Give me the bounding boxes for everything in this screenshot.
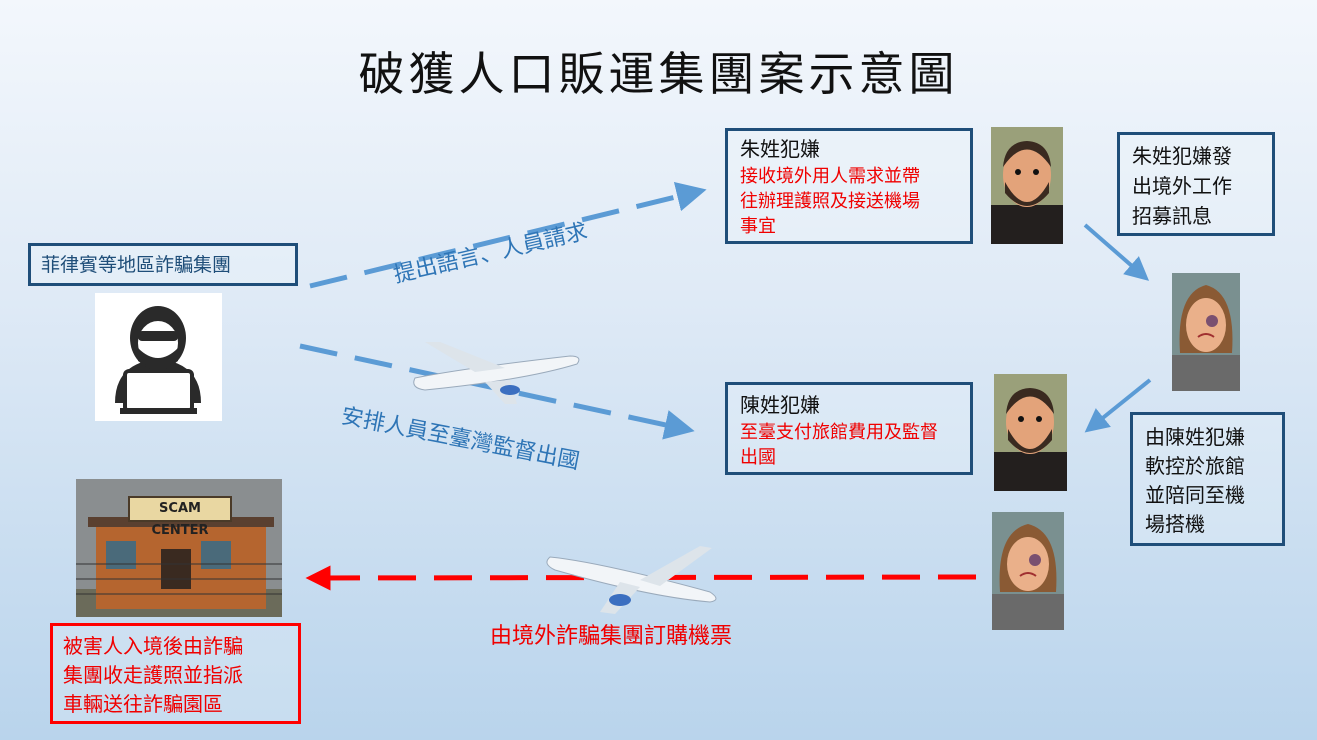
syndicate-label: 菲律賓等地區詐騙集團 xyxy=(41,254,232,276)
control-line: 並陪同至機 xyxy=(1145,483,1245,507)
airplane-icon xyxy=(413,342,580,404)
zhu-recruit-box: 朱姓犯嫌發 出境外工作 招募訊息 xyxy=(1117,132,1275,236)
control-line: 場搭機 xyxy=(1145,512,1205,536)
ticket-arrow-label: 由境外詐騙集團訂購機票 xyxy=(490,624,733,649)
chen-suspect-image xyxy=(994,374,1067,491)
victim-image xyxy=(1172,273,1240,391)
recruit-line: 出境外工作 xyxy=(1132,174,1232,198)
zhu-suspect-box: 朱姓犯嫌 接收境外用人需求並帶 往辦理護照及接送機場 事宜 xyxy=(725,128,973,244)
chen-control-box: 由陳姓犯嫌 軟控於旅館 並陪同至機 場搭機 xyxy=(1130,412,1285,546)
zhu-name: 朱姓犯嫌 xyxy=(740,137,820,161)
victim-outcome-box: 被害人入境後由詐騙 集團收走護照並指派 車輛送往詐騙園區 xyxy=(50,623,301,724)
victim-image-2 xyxy=(992,512,1064,630)
chen-name: 陳姓犯嫌 xyxy=(740,393,820,417)
victim-line: 車輛送往詐騙園區 xyxy=(63,692,223,716)
recruit-line: 招募訊息 xyxy=(1132,204,1212,228)
zhu-desc-line: 接收境外用人需求並帶 xyxy=(740,166,920,187)
chen-desc-line: 出國 xyxy=(740,447,776,468)
request-arrow xyxy=(309,181,707,289)
chen-suspect-box: 陳姓犯嫌 至臺支付旅館費用及監督 出國 xyxy=(725,382,973,475)
zhu-desc-line: 往辦理護照及接送機場 xyxy=(740,191,920,212)
victim-line: 集團收走護照並指派 xyxy=(63,663,243,687)
scam-center-sign: SCAM CENTER xyxy=(128,496,232,538)
syndicate-label-box: 菲律賓等地區詐騙集團 xyxy=(28,243,298,286)
chen-desc-line: 至臺支付旅館費用及監督 xyxy=(740,422,938,443)
scam-center-image: SCAM CENTER xyxy=(76,479,282,617)
hacker-image xyxy=(95,293,222,421)
zhu-suspect-image xyxy=(991,127,1063,244)
victim-line: 被害人入境後由詐騙 xyxy=(63,634,243,658)
zhu-desc-line: 事宜 xyxy=(740,216,776,237)
recruit-line: 朱姓犯嫌發 xyxy=(1132,144,1232,168)
control-line: 軟控於旅館 xyxy=(1145,454,1245,478)
control-line: 由陳姓犯嫌 xyxy=(1145,425,1245,449)
page-title: 破獲人口販運集團案示意圖 xyxy=(358,47,959,101)
victim-to-chen-arrow xyxy=(1084,378,1152,433)
recruit-to-victim-arrow xyxy=(1083,223,1150,281)
airplane-icon xyxy=(546,546,717,614)
